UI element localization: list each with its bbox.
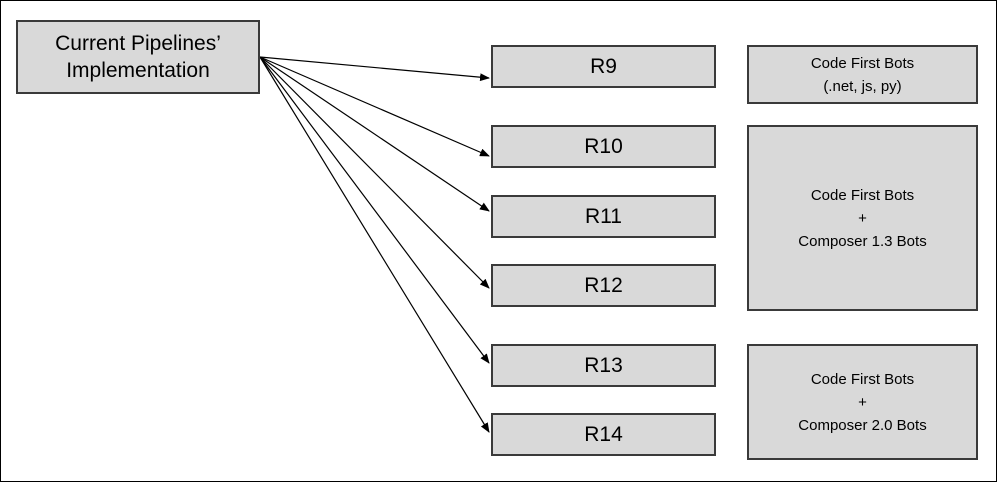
- group-1-line1: Code First Bots: [810, 54, 915, 72]
- release-r9-box: R9: [491, 45, 716, 88]
- release-r14-box: R14: [491, 413, 716, 456]
- arrow-to-r14: [259, 56, 490, 433]
- release-r12-label: R12: [584, 273, 623, 297]
- group-3-line1: Code First Bots: [810, 370, 915, 388]
- release-r9-label: R9: [590, 54, 617, 78]
- release-r13-label: R13: [584, 353, 623, 377]
- group-code-first-box: Code First Bots (.net, js, py): [747, 45, 978, 104]
- release-r10-label: R10: [584, 134, 623, 158]
- group-3-line3: Composer 2.0 Bots: [798, 416, 927, 434]
- release-r11-label: R11: [585, 204, 622, 228]
- release-r12-box: R12: [491, 264, 716, 307]
- arrow-to-r11: [259, 56, 490, 212]
- arrow-to-r10: [259, 56, 490, 157]
- group-3-line2: +: [858, 393, 867, 411]
- group-2-line2: +: [858, 209, 867, 227]
- release-r10-box: R10: [491, 125, 716, 168]
- group-2-line1: Code First Bots: [810, 186, 915, 204]
- release-r14-label: R14: [584, 422, 623, 446]
- group-composer-1-3-box: Code First Bots + Composer 1.3 Bots: [747, 125, 978, 311]
- arrow-to-r13: [259, 56, 490, 364]
- release-r11-box: R11: [491, 195, 716, 238]
- group-composer-2-0-box: Code First Bots + Composer 2.0 Bots: [747, 344, 978, 460]
- arrow-to-r9: [259, 56, 490, 82]
- group-1-line2: (.net, js, py): [823, 77, 902, 95]
- arrow-to-r12: [259, 56, 490, 289]
- source-label-line2: Implementation: [66, 59, 210, 82]
- source-label-line1: Current Pipelines’: [55, 32, 221, 55]
- group-2-line3: Composer 1.3 Bots: [798, 232, 927, 250]
- current-pipelines-box: Current Pipelines’ Implementation: [16, 20, 260, 94]
- release-r13-box: R13: [491, 344, 716, 387]
